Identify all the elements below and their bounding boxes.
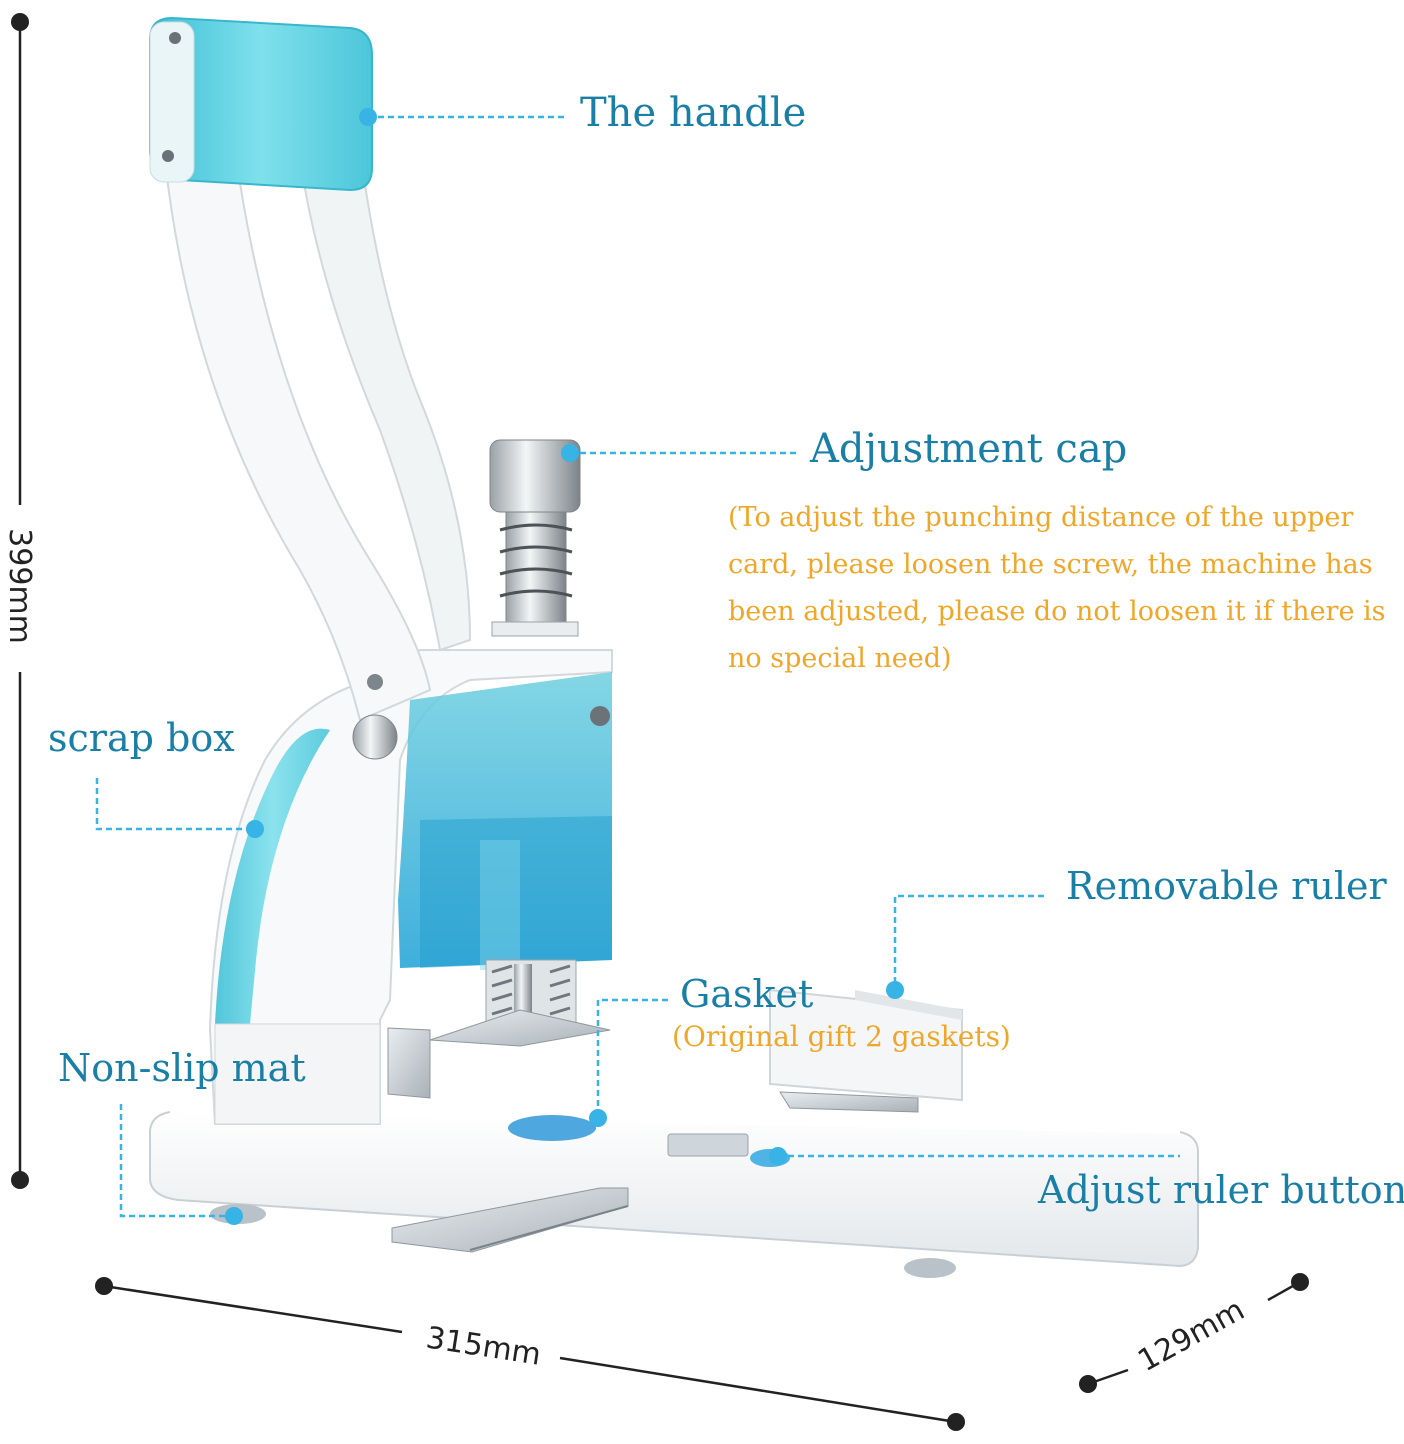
- machine-illustration: [149, 16, 1199, 1278]
- dimension-length: 315mm: [95, 1277, 965, 1431]
- leader-removable-ruler: [893, 894, 1044, 990]
- dot-removable-ruler: [886, 981, 904, 999]
- dimension-height-label: 399mm: [2, 528, 37, 644]
- leader-non-slip-mat: [119, 1104, 234, 1218]
- label-removable-ruler: Removable ruler: [1066, 864, 1387, 908]
- label-non-slip-mat: Non-slip mat: [58, 1046, 306, 1090]
- leader-gasket: [596, 998, 668, 1118]
- dimension-length-label: 315mm: [424, 1320, 544, 1372]
- dot-scrap-box: [246, 820, 264, 838]
- dimension-height: 399mm: [2, 13, 37, 1189]
- dot-handle: [359, 108, 377, 126]
- gasket-note: (Original gift 2 gaskets): [672, 1020, 1011, 1053]
- lever-arm: [163, 148, 472, 760]
- ruler-slot: [667, 1133, 749, 1157]
- main-frame: [208, 649, 613, 1125]
- dimension-width-label: 129mm: [1132, 1292, 1250, 1379]
- label-adjustment-cap: Adjustment cap: [810, 426, 1128, 472]
- leader-dots: [225, 108, 904, 1225]
- scrap-box-housing: [398, 672, 612, 970]
- dot-gasket: [589, 1109, 607, 1127]
- leader-scrap-box: [95, 778, 255, 831]
- foot-front-right: [904, 1258, 956, 1278]
- label-adjust-ruler-button: Adjust ruler button: [1038, 1168, 1404, 1212]
- dot-adjust-ruler-button: [769, 1147, 787, 1165]
- adjustment-cap: [489, 439, 581, 637]
- removable-ruler: [769, 988, 963, 1113]
- label-scrap-box: scrap box: [48, 716, 235, 760]
- gasket-disc: [508, 1115, 596, 1141]
- handle-grip: [149, 16, 373, 192]
- leader-lines: [95, 115, 1180, 1218]
- dimension-width: 129mm: [1079, 1273, 1309, 1393]
- adjustment-cap-note: (To adjust the punching distance of the …: [728, 502, 1386, 674]
- label-gasket: Gasket: [680, 972, 814, 1016]
- dot-non-slip-mat: [225, 1207, 243, 1225]
- punch-head: [387, 959, 611, 1099]
- label-handle: The handle: [580, 90, 807, 136]
- dot-adjustment-cap: [561, 444, 579, 462]
- front-rail: [391, 1187, 629, 1253]
